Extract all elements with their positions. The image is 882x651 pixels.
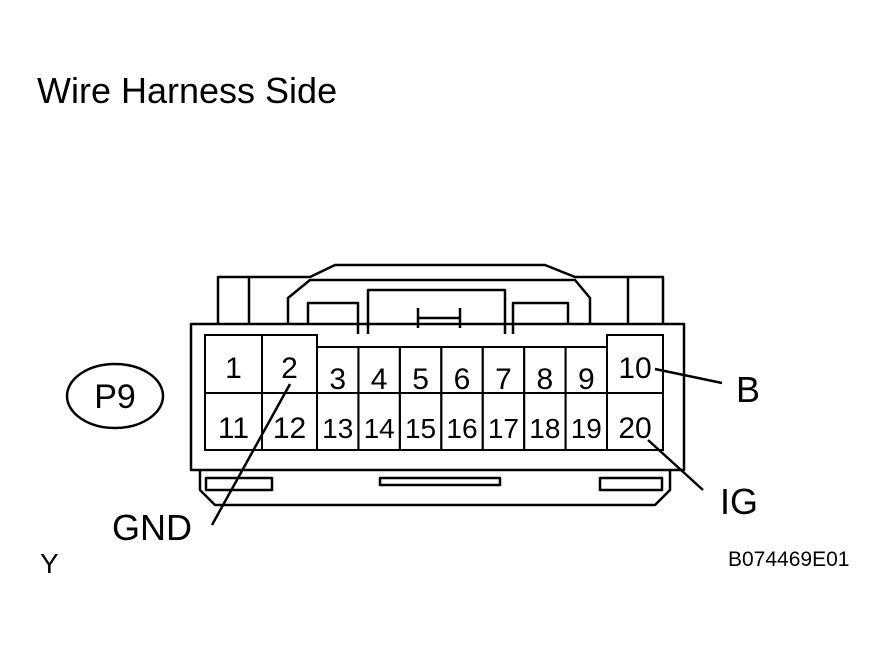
ig-leader-line bbox=[647, 439, 704, 491]
ig-label: IG bbox=[720, 481, 758, 522]
pin-number-5: 5 bbox=[412, 363, 429, 396]
housing-top bbox=[216, 263, 665, 324]
b-label: B bbox=[736, 369, 760, 410]
gnd-label: GND bbox=[112, 507, 192, 548]
pin-number-7: 7 bbox=[495, 363, 512, 396]
pin-number-10: 10 bbox=[618, 352, 651, 385]
pin-number-11: 11 bbox=[218, 412, 249, 445]
bottom-slot bbox=[598, 476, 664, 492]
pin-number-6: 6 bbox=[454, 363, 471, 396]
bottom-slot bbox=[378, 476, 502, 487]
pin-grid bbox=[204, 334, 664, 451]
pin-number-16: 16 bbox=[446, 413, 477, 444]
pin-number-4: 4 bbox=[371, 363, 388, 396]
pin-number-9: 9 bbox=[578, 363, 595, 396]
pin-number-12: 12 bbox=[273, 412, 306, 445]
b-leader-line bbox=[654, 367, 723, 385]
diagram-title: Wire Harness Side bbox=[37, 70, 338, 111]
pin-number-17: 17 bbox=[488, 413, 519, 444]
pin-number-3: 3 bbox=[329, 363, 346, 396]
pin-cavity-bottom bbox=[606, 392, 664, 451]
bottom-slot bbox=[204, 476, 274, 492]
connector-id-ellipse bbox=[65, 362, 165, 430]
lock-outer bbox=[286, 278, 592, 324]
pin-number-13: 13 bbox=[322, 413, 353, 444]
pin-number-8: 8 bbox=[537, 363, 554, 396]
corner-letter: Y bbox=[40, 548, 59, 579]
pin-number-14: 14 bbox=[364, 413, 395, 444]
pin-number-19: 19 bbox=[571, 413, 602, 444]
lock-right bbox=[511, 301, 570, 334]
lock-tab bbox=[366, 288, 507, 334]
gnd-leader-line bbox=[210, 383, 292, 526]
connector-id-label: P9 bbox=[94, 378, 136, 416]
figure-code: B074469E01 bbox=[728, 548, 850, 571]
pin-number-15: 15 bbox=[405, 413, 436, 444]
lock-left bbox=[306, 301, 360, 334]
housing-bottom bbox=[198, 470, 672, 507]
pin-number-18: 18 bbox=[529, 413, 560, 444]
pin-number-20: 20 bbox=[618, 412, 651, 445]
pin-number-1: 1 bbox=[225, 352, 242, 385]
pin-number-2: 2 bbox=[281, 352, 298, 385]
housing-body bbox=[189, 322, 686, 472]
